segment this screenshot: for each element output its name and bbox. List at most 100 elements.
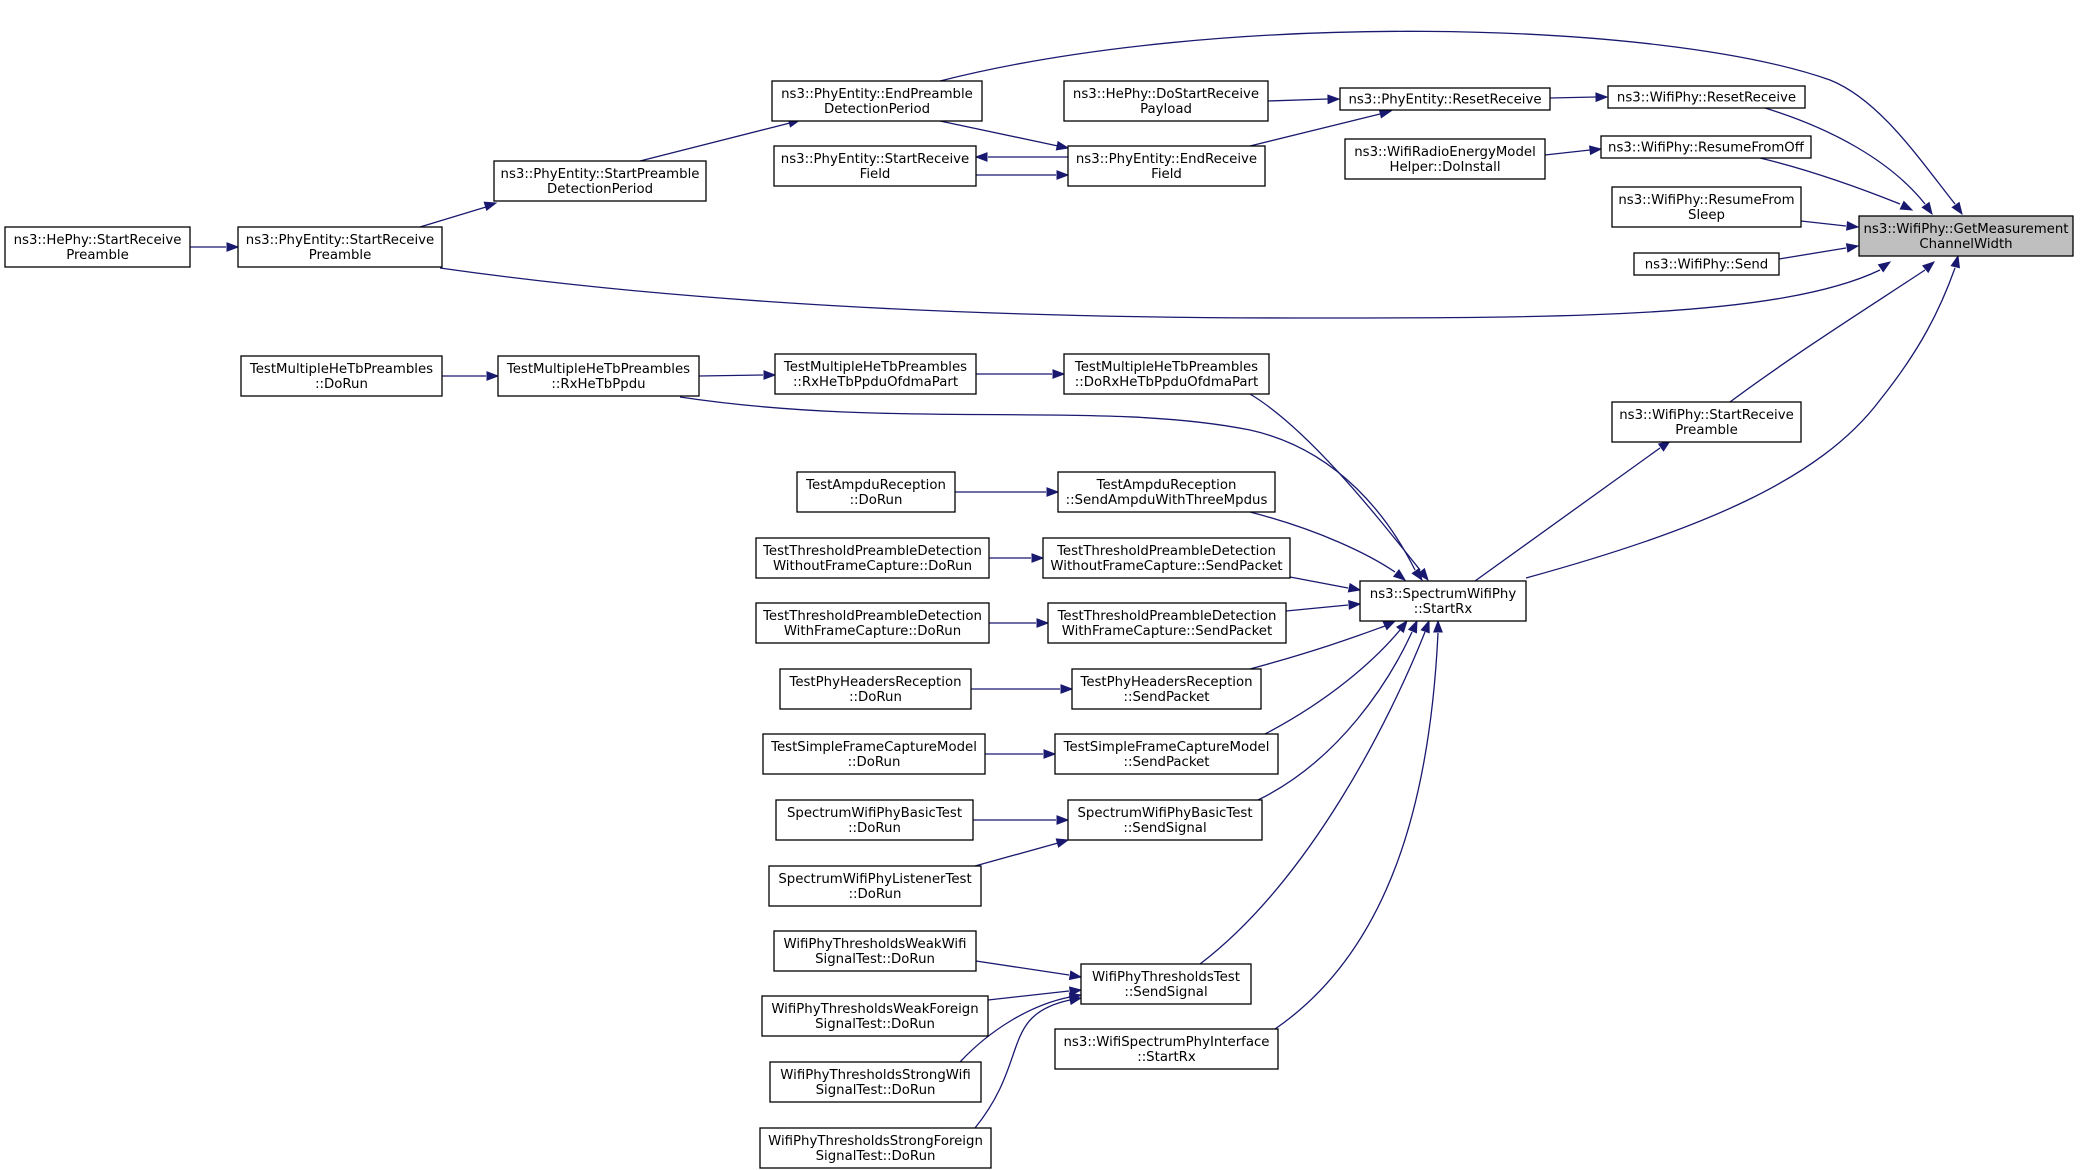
node-label-line: ::RxHeTbPpduOfdmaPart	[793, 375, 958, 390]
node-wpt-strongwifi[interactable]: WifiPhyThresholdsStrongWifiSignalTest::D…	[769, 1061, 982, 1103]
node-tmhe-dorxofdma[interactable]: TestMultipleHeTbPreambles::DoRxHeTbPpduO…	[1063, 353, 1270, 395]
edge-wp_startreceivepreamble-to-getmeas	[1729, 261, 1936, 403]
node-label-line: ::DoRun	[848, 821, 901, 836]
node-label-line: ns3::PhyEntity::EndPreamble	[781, 87, 973, 102]
node-label-line: ns3::PhyEntity::StartReceive	[781, 152, 969, 167]
node-wpt-weakwifi[interactable]: WifiPhyThresholdsWeakWifiSignalTest::DoR…	[773, 930, 977, 972]
edge-pe_srp-to-getmeas	[439, 261, 1892, 319]
node-tpdw-dorun[interactable]: TestThresholdPreambleDetectionWithFrameC…	[755, 602, 990, 644]
node-label-line: SignalTest::DoRun	[815, 952, 935, 967]
node-swplt-dorun[interactable]: SpectrumWifiPhyListenerTest::DoRun	[768, 865, 982, 907]
node-label-line: ns3::WifiPhy::ResetReceive	[1617, 91, 1796, 106]
node-label-line: ns3::WifiPhy::GetMeasurement	[1864, 222, 2069, 237]
node-pe-startpreambledp[interactable]: ns3::PhyEntity::StartPreambleDetectionPe…	[493, 160, 707, 202]
edge-tpdwo_send-to-swp_startrx	[1289, 576, 1362, 593]
node-wspi-startrx[interactable]: ns3::WifiSpectrumPhyInterface::StartRx	[1054, 1028, 1279, 1070]
node-tmhe-dorun[interactable]: TestMultipleHeTbPreambles::DoRun	[240, 355, 443, 397]
node-tpdwo-dorun[interactable]: TestThresholdPreambleDetectionWithoutFra…	[755, 537, 990, 579]
node-label-line: SpectrumWifiPhyBasicTest	[1077, 806, 1252, 821]
node-label-line: TestAmpduReception	[1096, 478, 1237, 493]
node-label-line: Payload	[1140, 102, 1192, 117]
node-label-line: TestPhyHeadersReception	[1079, 675, 1252, 690]
node-tpdw-send[interactable]: TestThresholdPreambleDetectionWithFrameC…	[1047, 602, 1287, 644]
node-label-line: ::StartRx	[1137, 1050, 1196, 1065]
node-label-line: Preamble	[66, 248, 129, 263]
node-label-line: ::DoRxHeTbPpduOfdmaPart	[1075, 375, 1258, 390]
node-wp-resumefromoff[interactable]: ns3::WifiPhy::ResumeFromOff	[1600, 135, 1812, 159]
node-tmhe-rxhetbppdu[interactable]: TestMultipleHeTbPreambles::RxHeTbPpdu	[497, 355, 700, 397]
node-label-line: ns3::SpectrumWifiPhy	[1370, 587, 1517, 602]
edge-tpdw_send-to-swp_startrx	[1285, 600, 1362, 612]
edge-hephy_dsrp-to-pe_resetreceive	[1267, 94, 1341, 105]
node-label-line: TestThresholdPreambleDetection	[1056, 544, 1276, 559]
node-label-line: ::DoRun	[849, 690, 902, 705]
node-label-line: WithoutFrameCapture::SendPacket	[1050, 559, 1282, 574]
node-pe-endpreamble[interactable]: ns3::PhyEntity::EndPreambleDetectionPeri…	[771, 80, 983, 122]
edge-tpdw_dorun-to-tpdw_send	[989, 618, 1050, 628]
node-tar-dorun[interactable]: TestAmpduReception::DoRun	[796, 471, 956, 513]
node-tar-sendampdu[interactable]: TestAmpduReception::SendAmpduWithThreeMp…	[1057, 471, 1276, 513]
node-label-line: ns3::WifiRadioEnergyModel	[1354, 145, 1536, 160]
node-tmhe-rxofdma[interactable]: TestMultipleHeTbPreambles::RxHeTbPpduOfd…	[774, 353, 977, 395]
node-wp-send[interactable]: ns3::WifiPhy::Send	[1633, 252, 1780, 276]
edge-pe_endpreamble-to-pe_endreceivefield	[939, 120, 1070, 151]
node-tpdwo-send[interactable]: TestThresholdPreambleDetectionWithoutFra…	[1042, 537, 1291, 579]
node-label-line: Sleep	[1688, 208, 1725, 223]
node-tsfcm-send[interactable]: TestSimpleFrameCaptureModel::SendPacket	[1054, 733, 1279, 775]
node-label-line: WithFrameCapture::SendPacket	[1062, 624, 1272, 639]
node-label-line: TestThresholdPreambleDetection	[1057, 609, 1277, 624]
nodes: ns3::WifiPhy::GetMeasurementChannelWidth…	[4, 80, 2074, 1169]
node-label-line: ::SendPacket	[1124, 690, 1210, 705]
node-wpt-send[interactable]: WifiPhyThresholdsTest::SendSignal	[1080, 963, 1252, 1005]
node-label-line: SpectrumWifiPhyBasicTest	[787, 806, 962, 821]
node-tsfcm-dorun[interactable]: TestSimpleFrameCaptureModel::DoRun	[762, 733, 986, 775]
node-swpbt-dorun[interactable]: SpectrumWifiPhyBasicTest::DoRun	[775, 799, 974, 841]
node-label-line: ns3::HePhy::StartReceive	[14, 233, 182, 248]
node-pe-resetreceive[interactable]: ns3::PhyEntity::ResetReceive	[1339, 87, 1551, 111]
node-label-line: ChannelWidth	[1919, 237, 2012, 252]
node-label-line: ns3::PhyEntity::StartReceive	[246, 233, 434, 248]
node-wpt-weakforeign[interactable]: WifiPhyThresholdsWeakForeignSignalTest::…	[761, 995, 989, 1037]
node-swp-startrx[interactable]: ns3::SpectrumWifiPhy::StartRx	[1359, 580, 1527, 622]
node-wrem-doinstall[interactable]: ns3::WifiRadioEnergyModelHelper::DoInsta…	[1344, 138, 1546, 180]
node-wpt-strongforeign[interactable]: WifiPhyThresholdsStrongForeignSignalTest…	[759, 1127, 992, 1169]
node-label-line: TestThresholdPreambleDetection	[762, 609, 982, 624]
node-tphr-send[interactable]: TestPhyHeadersReception::SendPacket	[1071, 668, 1262, 710]
edge-wp_send-to-getmeas	[1778, 243, 1860, 260]
edge-tsfcm_dorun-to-tsfcm_send	[985, 749, 1057, 759]
edge-tar_dorun-to-tar_sendampdu	[955, 487, 1060, 497]
node-swpbt-send[interactable]: SpectrumWifiPhyBasicTest::SendSignal	[1067, 799, 1263, 841]
node-label-line: ns3::PhyEntity::ResetReceive	[1348, 93, 1541, 108]
node-label-line: ::SendAmpduWithThreeMpdus	[1066, 493, 1268, 508]
node-wp-resetreceive[interactable]: ns3::WifiPhy::ResetReceive	[1607, 85, 1806, 109]
edge-tmhe_rxofdma-to-tmhe_dorxofdma	[976, 369, 1066, 379]
node-label-line: ::SendSignal	[1124, 985, 1207, 1000]
edge-wp_resumefromsleep-to-getmeas	[1800, 220, 1860, 231]
node-label-line: ns3::WifiPhy::ResumeFrom	[1618, 193, 1794, 208]
node-label-line: Field	[1151, 167, 1182, 182]
node-label-line: ns3::HePhy::DoStartReceive	[1073, 87, 1259, 102]
node-label-line: ::SendPacket	[1124, 755, 1210, 770]
node-label-line: ns3::WifiPhy::StartReceive	[1619, 408, 1794, 423]
node-label-line: ::DoRun	[848, 755, 901, 770]
edge-swpbt_send-to-swp_startrx	[1257, 619, 1418, 801]
edge-swplt_dorun-to-swpbt_send	[974, 838, 1070, 867]
node-label-line: TestMultipleHeTbPreambles	[249, 362, 433, 377]
node-label-line: SignalTest::DoRun	[815, 1017, 935, 1032]
node-label-line: SignalTest::DoRun	[816, 1083, 936, 1098]
node-label-line: DetectionPeriod	[824, 102, 930, 117]
edge-wp_resetreceive-to-getmeas	[1764, 107, 1933, 216]
node-label-line: ::SendSignal	[1123, 821, 1206, 836]
node-tphr-dorun[interactable]: TestPhyHeadersReception::DoRun	[779, 668, 972, 710]
node-label-line: TestSimpleFrameCaptureModel	[770, 740, 977, 755]
node-label-line: WifiPhyThresholdsStrongForeign	[768, 1134, 983, 1149]
